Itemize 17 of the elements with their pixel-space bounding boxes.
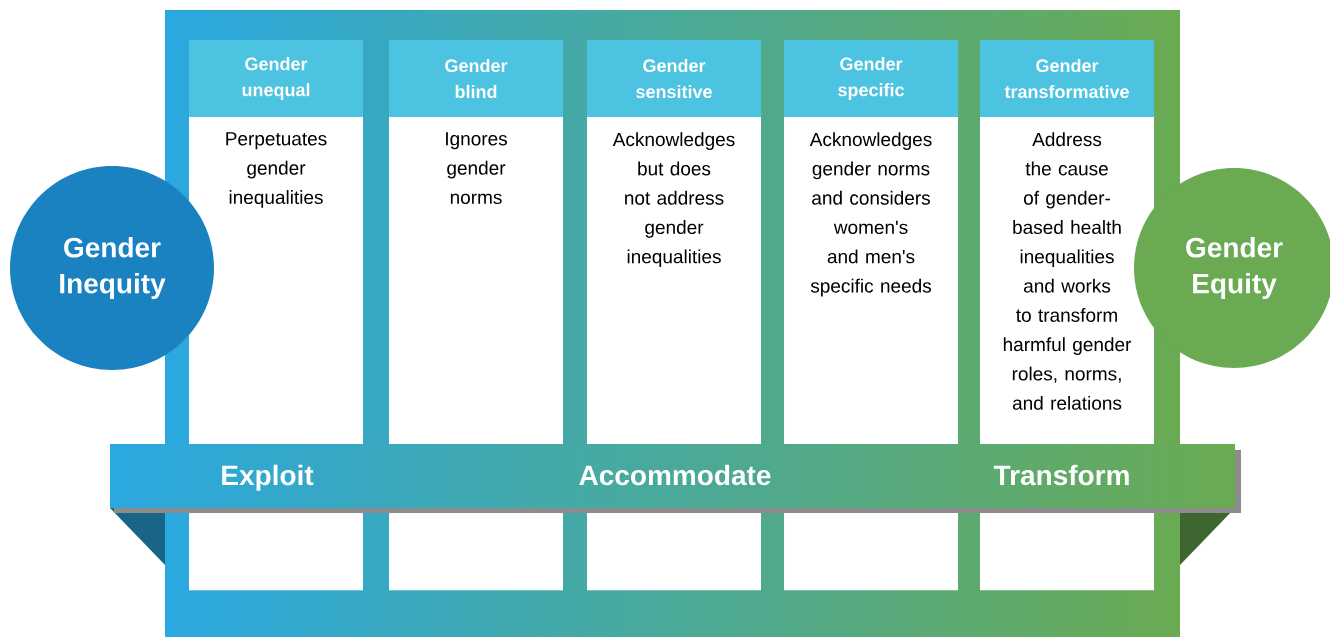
- banner-label: Transform: [993, 464, 1129, 486]
- column-heading: Gender sensitive: [636, 58, 712, 99]
- column-description: Acknowledges but does not address gender inequalities: [612, 132, 735, 268]
- circle-label: Gender Inequity: [60, 236, 166, 300]
- circle: [10, 166, 214, 370]
- banner-label: Accommodate: [579, 464, 771, 486]
- column-description: Ignores gender norms: [446, 132, 507, 205]
- column-heading: Gender transformative: [1004, 58, 1129, 99]
- column-description: Perpetuates gender inequalities: [226, 132, 327, 208]
- column-description: Acknowledges gender norms and considers women's and men's specific needs: [809, 132, 932, 297]
- column-heading: Gender blind: [445, 58, 508, 99]
- circle-label: Gender Equity: [1186, 236, 1283, 300]
- banner: [110, 444, 1241, 513]
- column-description: Address the cause of gender-based health inequalities and works to transform harmful gender roles, norms, and relations: [1003, 132, 1132, 410]
- column-heading: Gender specific: [838, 57, 904, 100]
- column-heading: Gender unequal: [242, 57, 310, 100]
- banner-label: Exploit: [222, 464, 314, 491]
